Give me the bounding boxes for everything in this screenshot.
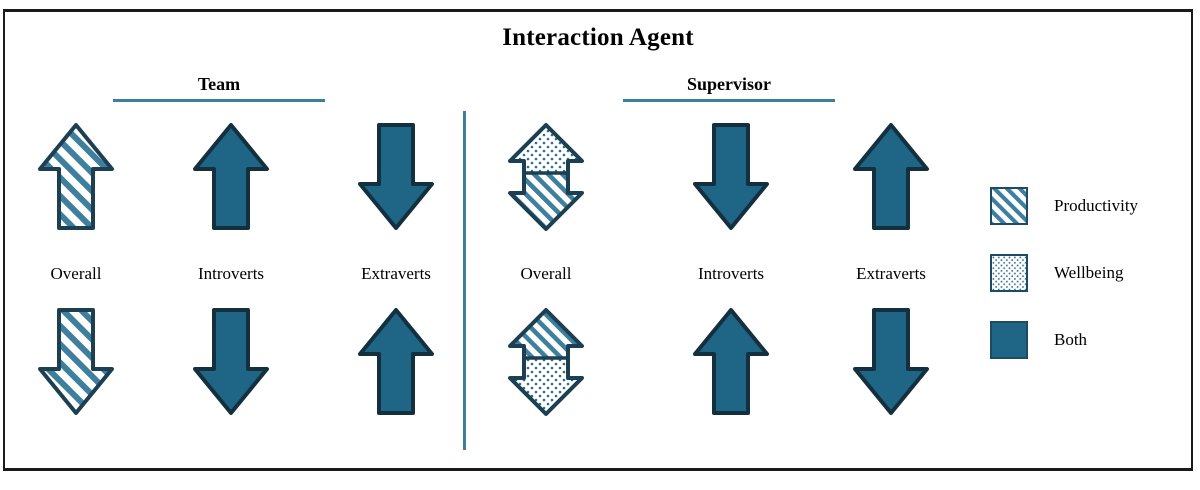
arrow-down-both-icon xyxy=(166,308,296,415)
arrow-cell-team-introverts-bottom xyxy=(166,308,296,415)
arrow-cell-supervisor-introverts-top xyxy=(666,123,796,230)
arrow-up-both-icon xyxy=(666,308,796,415)
column-label-team-overall: Overall xyxy=(50,264,102,283)
arrow-up-both-icon xyxy=(826,123,956,230)
arrow-down-both-icon xyxy=(331,123,461,230)
arrow-down-both-icon xyxy=(666,123,796,230)
group-header-team: Team xyxy=(113,74,325,102)
arrow-cell-supervisor-extraverts-top xyxy=(826,123,956,230)
double-arrow-productivity-up-wellbeing-down-icon xyxy=(481,308,611,416)
arrow-up-both-icon xyxy=(166,123,296,230)
arrow-cell-supervisor-overall-bottom xyxy=(481,308,611,416)
column-label-supervisor-extraverts: Extraverts xyxy=(856,264,926,283)
legend-item-wellbeing: Wellbeing xyxy=(990,239,1190,306)
legend-item-both: Both xyxy=(990,306,1190,373)
column-label-team-extraverts: Extraverts xyxy=(361,264,431,283)
group-header-supervisor: Supervisor xyxy=(623,74,835,102)
arrow-down-both-icon xyxy=(826,308,956,415)
group-header-team-rule xyxy=(113,99,325,102)
legend-swatch-both-icon xyxy=(990,320,1028,359)
arrow-up-both-icon xyxy=(331,308,461,415)
arrow-cell-team-extraverts-bottom xyxy=(331,308,461,415)
group-header-team-label: Team xyxy=(197,74,241,94)
legend-label-both: Both xyxy=(1054,329,1088,349)
group-header-supervisor-label: Supervisor xyxy=(686,74,771,94)
group-header-supervisor-rule xyxy=(623,99,835,102)
column-label-supervisor-overall: Overall xyxy=(520,264,572,283)
figure-frame: Interaction Agent Team Supervisor xyxy=(3,9,1193,471)
legend-label-productivity: Productivity xyxy=(1054,195,1139,215)
arrow-cell-supervisor-introverts-bottom xyxy=(666,308,796,415)
arrow-cell-team-overall-top xyxy=(11,123,141,230)
legend: Productivity Wellbeing Both xyxy=(990,172,1190,373)
arrow-down-productivity-icon xyxy=(11,308,141,415)
legend-item-productivity: Productivity xyxy=(990,172,1190,239)
column-label-team-introverts: Introverts xyxy=(197,264,265,283)
page-title: Interaction Agent xyxy=(502,24,694,51)
legend-swatch-wellbeing-icon xyxy=(990,253,1028,292)
arrow-cell-supervisor-overall-top xyxy=(481,123,611,231)
legend-swatch-productivity-icon xyxy=(990,186,1028,225)
column-label-supervisor-introverts: Introverts xyxy=(697,264,765,283)
arrow-cell-team-extraverts-top xyxy=(331,123,461,230)
arrow-cell-team-introverts-top xyxy=(166,123,296,230)
arrow-cell-team-overall-bottom xyxy=(11,308,141,415)
arrow-cell-supervisor-extraverts-bottom xyxy=(826,308,956,415)
double-arrow-wellbeing-up-productivity-down-icon xyxy=(481,123,611,231)
legend-label-wellbeing: Wellbeing xyxy=(1054,262,1124,282)
vertical-divider xyxy=(463,111,466,450)
arrow-up-productivity-icon xyxy=(11,123,141,230)
